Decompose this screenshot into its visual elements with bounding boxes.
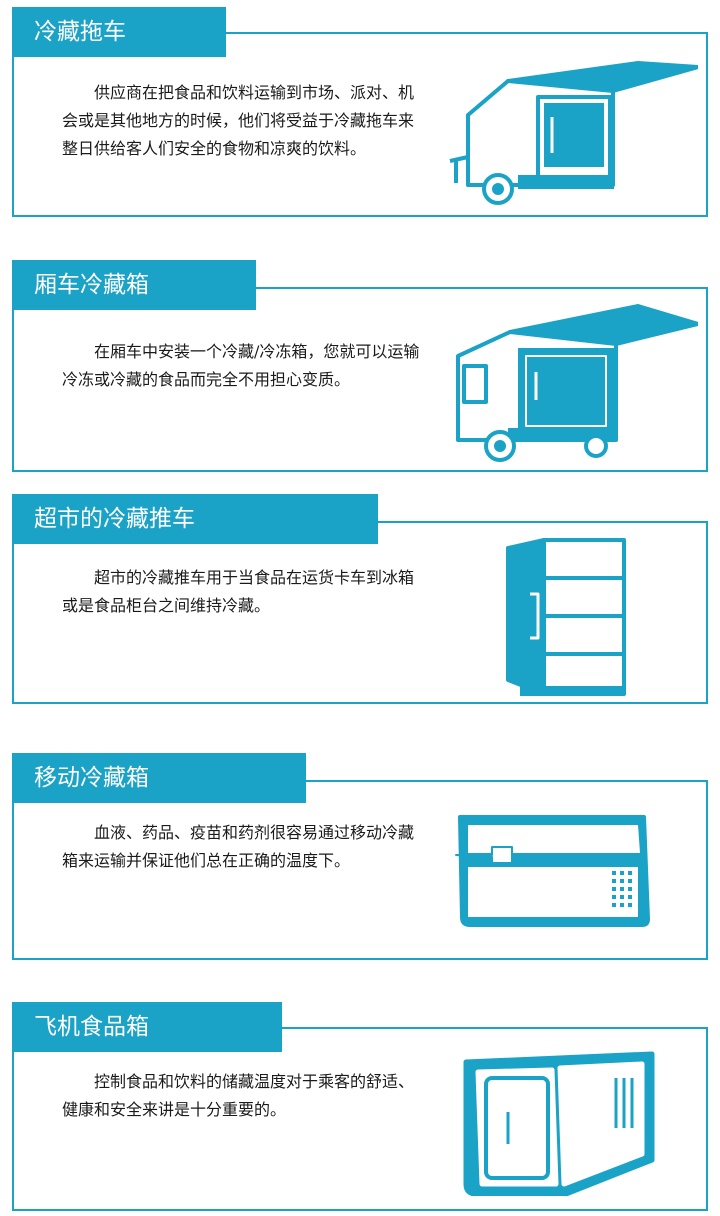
section-refrigerated-trailer: 冷藏拖车 供应商在把食品和饮料运输到市场、派对、机会或是其他地方的时候，他们将受…	[12, 7, 708, 217]
section-description: 血液、药品、疫苗和药剂很容易通过移动冷藏箱来运输并保证他们总在正确的温度下。	[62, 823, 415, 870]
section-title: 超市的冷藏推车	[12, 494, 378, 544]
section-title: 厢车冷藏箱	[12, 260, 256, 310]
refrigerated-van-icon	[448, 296, 698, 464]
refrigerated-cart-icon	[500, 534, 630, 702]
section-title: 移动冷藏箱	[12, 753, 306, 803]
refrigerated-trailer-icon	[448, 57, 698, 207]
section-refrigerated-cart: 超市的冷藏推车 超市的冷藏推车用于当食品在运货卡车到冰箱或是食品柜台之间维持冷藏…	[12, 494, 708, 704]
section-description: 供应商在把食品和饮料运输到市场、派对、机会或是其他地方的时候，他们将受益于冷藏拖…	[62, 83, 415, 158]
section-title: 冷藏拖车	[12, 7, 226, 57]
section-description: 在厢车中安装一个冷藏/冷冻箱，您就可以运输冷冻或冷藏的食品而完全不用担心变质。	[62, 342, 420, 389]
section-airline-food-box: 飞机食品箱 控制食品和饮料的储藏温度对于乘客的舒适、健康和安全来讲是十分重要的。	[12, 1002, 708, 1211]
airline-food-box-icon	[456, 1048, 656, 1196]
section-title: 飞机食品箱	[12, 1002, 282, 1052]
section-refrigerated-van: 厢车冷藏箱 在厢车中安装一个冷藏/冷冻箱，您就可以运输冷冻或冷藏的食品而完全不用…	[12, 260, 708, 472]
section-description: 控制食品和饮料的储藏温度对于乘客的舒适、健康和安全来讲是十分重要的。	[62, 1072, 415, 1119]
portable-cooler-icon	[452, 807, 652, 931]
section-description: 超市的冷藏推车用于当食品在运货卡车到冰箱或是食品柜台之间维持冷藏。	[62, 568, 415, 615]
section-portable-cooler: 移动冷藏箱 血液、药品、疫苗和药剂很容易通过移动冷藏箱来运输并保证他们总在正确的…	[12, 753, 708, 960]
